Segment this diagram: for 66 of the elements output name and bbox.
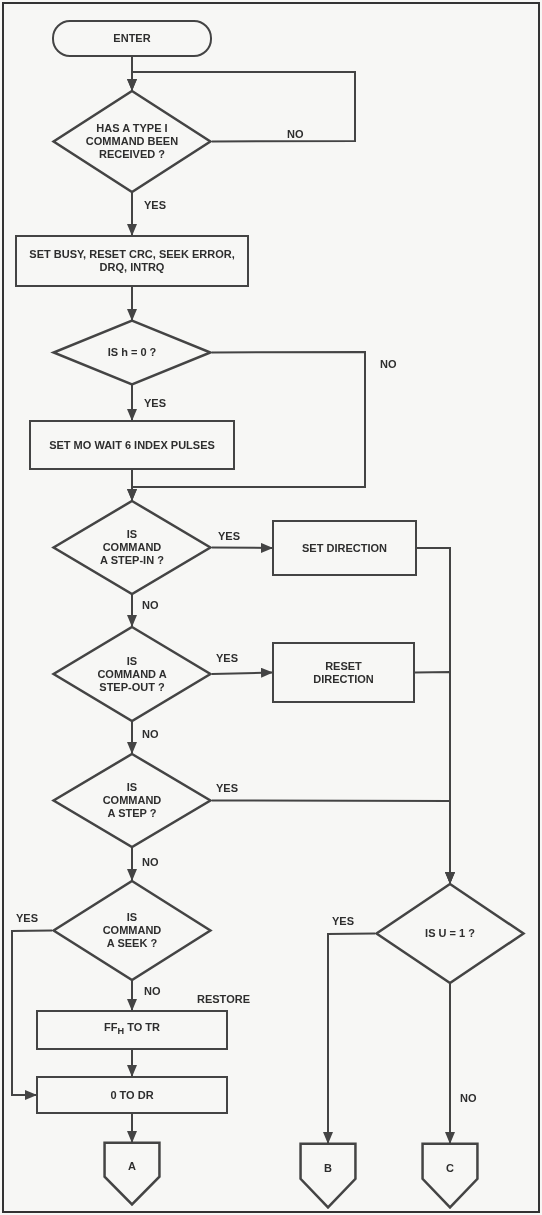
arrow: [323, 932, 376, 1144]
process-box: [36, 1076, 228, 1114]
arrow: [127, 192, 137, 236]
edge-label: YES: [14, 912, 40, 924]
decision-diamond: [52, 626, 212, 722]
arrow: [11, 929, 53, 1100]
arrow: [127, 980, 137, 1011]
arrow: [211, 667, 273, 678]
process-box: [15, 235, 249, 287]
arrow: [127, 847, 137, 881]
edge-label: YES: [142, 397, 168, 409]
arrow: [127, 384, 137, 421]
edge-label: YES: [330, 915, 356, 927]
process-text: SET BUSY, RESET CRC, SEEK ERROR, DRQ, INTRQ: [28, 248, 236, 274]
decision-diamond: [375, 883, 525, 984]
decision-diamond: [52, 90, 212, 193]
arrow: [445, 983, 455, 1144]
terminator-shape: [52, 20, 212, 57]
decision-text: HAS A TYPE I COMMAND BEEN RECEIVED ?: [84, 122, 180, 161]
edge-label: YES: [214, 652, 240, 664]
arrow: [127, 1049, 137, 1077]
process-text: FF$_{H}$ TO TR: [103, 1021, 161, 1039]
edge-label: NO: [140, 856, 161, 868]
edge-label: YES: [214, 782, 240, 794]
arrow: [127, 594, 137, 627]
decision-text: IS COMMAND A STEP ?: [101, 781, 163, 820]
edge-label: NO: [140, 599, 161, 611]
connector-letter: C: [446, 1162, 454, 1175]
edge-label: YES: [216, 530, 242, 542]
decision-diamond: [52, 753, 212, 848]
arrow: [127, 1113, 137, 1143]
arrow: [211, 799, 455, 884]
process-text: RESET DIRECTION: [312, 659, 375, 686]
offpage-connector: [300, 1143, 356, 1208]
edge-label: NO: [378, 358, 399, 370]
decision-text: IS U = 1 ?: [425, 927, 475, 940]
edge-label: NO: [458, 1092, 479, 1104]
process-box: [36, 1010, 228, 1050]
arrow: [127, 469, 137, 501]
edge-label: NO: [285, 128, 306, 140]
arrow: [127, 71, 356, 143]
process-box: [272, 520, 417, 576]
offpage-connector: [104, 1142, 160, 1205]
decision-diamond: [52, 320, 212, 385]
decision-text: IS COMMAND A STEP-IN ?: [99, 528, 165, 567]
process-text: SET MO WAIT 6 INDEX PULSES: [48, 438, 216, 452]
decision-text: IS h = 0 ?: [106, 346, 158, 359]
edge-label: NO: [142, 985, 163, 997]
decision-text: IS COMMAND A SEEK ?: [101, 911, 163, 950]
decision-text: IS COMMAND A STEP-OUT ?: [96, 654, 168, 694]
decision-diamond: [52, 500, 212, 595]
decision-diamond: [52, 880, 212, 981]
arrow: [127, 721, 137, 754]
terminator-text: ENTER: [113, 32, 151, 45]
offpage-connector: [422, 1143, 478, 1208]
process-text: 0 TO DR: [109, 1088, 155, 1102]
edge-label: NO: [140, 728, 161, 740]
connector-letter: B: [324, 1162, 332, 1175]
connector-letter: A: [128, 1160, 136, 1173]
side-label: RESTORE: [195, 993, 252, 1005]
process-text: SET DIRECTION: [301, 541, 388, 555]
process-box: [272, 642, 415, 703]
arrow: [211, 542, 273, 553]
arrow: [127, 286, 137, 321]
process-box: [29, 420, 235, 470]
edge-label: YES: [142, 199, 168, 211]
